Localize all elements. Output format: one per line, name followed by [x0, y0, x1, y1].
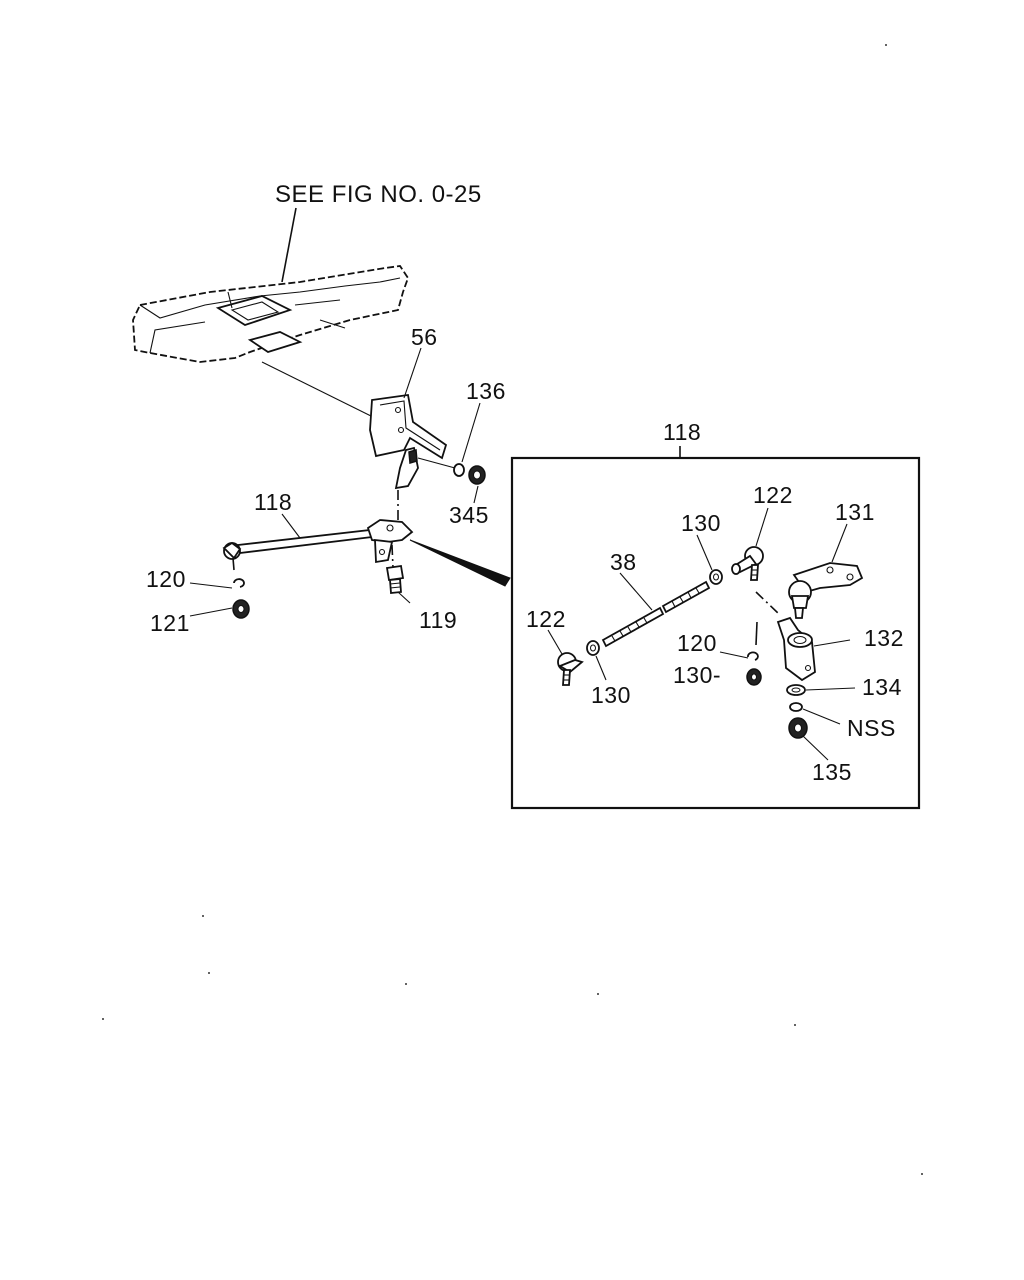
nut-130-rod-right: [709, 569, 723, 585]
label-nut-121: 121: [150, 610, 190, 636]
detail-callout-wedge: [409, 539, 511, 587]
leader-reference-note: [281, 207, 297, 283]
ball-joint-122-left: [557, 652, 584, 686]
label-bracket-131: 131: [835, 499, 875, 525]
label-spring-washer-nss: NSS: [847, 715, 896, 741]
washer-134: [786, 684, 806, 696]
label-bracket-56: 56: [411, 324, 438, 350]
leader-frame-to-bracket: [261, 361, 376, 419]
label-bushing-132: 132: [864, 625, 904, 651]
ball-joint-122-right: [731, 546, 764, 581]
label-clip-120-detail: 120: [677, 630, 717, 656]
scan-speckles: [102, 44, 923, 1175]
frame-crossmember: [132, 265, 409, 363]
lever-bushing-132: [776, 616, 816, 682]
label-rod-38: 38: [610, 549, 637, 575]
dash-clip-guide: [755, 621, 758, 646]
nut-130-rod-left: [586, 640, 600, 656]
label-detail-title-118: 118: [663, 419, 701, 445]
nut-345: [468, 465, 486, 485]
label-nut-135: 135: [812, 759, 852, 785]
shift-rod-assembly: [222, 490, 414, 594]
leader-bracket-to-washer: [417, 457, 456, 469]
label-ball-joint-122-left: 122: [526, 606, 566, 632]
clip-120-detail: [747, 651, 759, 661]
label-nut-345: 345: [449, 502, 489, 528]
bracket-131: [788, 562, 864, 619]
label-bolt-119: 119: [419, 607, 457, 633]
washer-136: [453, 463, 465, 477]
label-nut-130-upper: 130: [681, 510, 721, 536]
label-clip-120: 120: [146, 566, 186, 592]
label-washer-134: 134: [862, 674, 902, 700]
label-reference-note: SEE FIG NO. 0-25: [275, 181, 482, 208]
label-nut-130-clip: 130-: [673, 662, 721, 688]
label-ball-joint-122-right: 122: [753, 482, 793, 508]
leader-lines: [189, 347, 856, 761]
label-washer-136: 136: [466, 378, 506, 404]
label-rod-assembly-118: 118: [254, 489, 292, 515]
rod-38: [601, 580, 711, 648]
clip-120: [233, 578, 245, 588]
bracket-56: [369, 393, 448, 490]
nut-121: [232, 599, 250, 619]
label-nut-130-lower: 130: [591, 682, 631, 708]
detail-box-frame: [510, 456, 921, 810]
nut-130-detail-lower: [746, 668, 762, 686]
nut-135: [788, 717, 808, 739]
dash-joint-to-lever: [755, 591, 781, 616]
spring-washer-nss: [789, 702, 803, 712]
